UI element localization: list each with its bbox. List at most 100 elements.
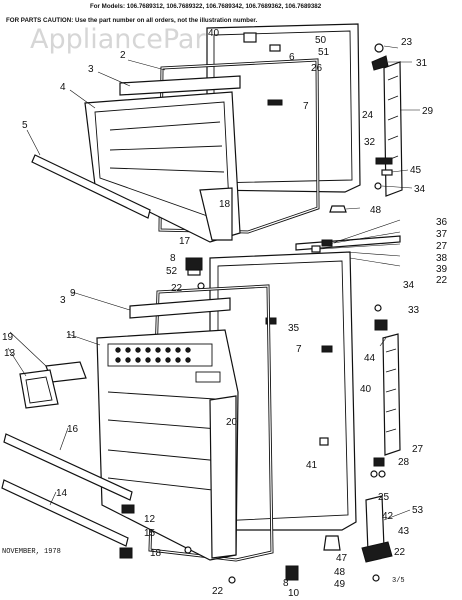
control-knob	[135, 347, 141, 353]
callout-22-bottom: 22	[212, 586, 224, 597]
freezer-breaker-strip	[119, 75, 241, 96]
callout-7-top: 7	[303, 101, 309, 112]
control-knob	[115, 347, 121, 353]
hinge-part-27-low	[373, 457, 385, 467]
shelf-bracket-15	[119, 547, 133, 559]
lower-strip-rib-1	[385, 348, 397, 353]
leader-38	[345, 251, 401, 257]
callout-48-low: 48	[334, 567, 346, 578]
callout-34-top: 34	[414, 184, 426, 195]
bottom-hinge-8	[285, 565, 299, 581]
leveler-48-low	[323, 535, 341, 551]
door-stop-plate	[269, 44, 281, 52]
callout-26: 26	[311, 63, 323, 74]
callout-32: 32	[364, 137, 376, 148]
strip-rib-4	[387, 135, 399, 141]
callout-49: 49	[334, 579, 346, 590]
callout-27-mid: 27	[436, 241, 448, 252]
leader-37	[333, 231, 401, 244]
leader-9	[71, 291, 131, 311]
callout-43: 43	[398, 526, 410, 537]
hinge-part-33	[374, 319, 388, 331]
shelf-bar-16	[3, 433, 133, 501]
liner-shelf-2	[107, 419, 231, 431]
leader-5	[26, 129, 41, 156]
callout-6: 6	[289, 52, 295, 63]
control-knob	[175, 347, 181, 353]
strip-rib-2	[387, 95, 399, 101]
callout-41: 41	[306, 460, 318, 471]
callout-22-mid: 22	[436, 275, 448, 286]
callout-labels: 40 50 51 6 26 23 31 2 3 4 5 7 24 29 32 4…	[2, 28, 448, 599]
callout-4: 4	[60, 82, 66, 93]
callout-19: 19	[2, 332, 14, 343]
callout-13: 13	[4, 348, 16, 359]
callout-35: 35	[288, 323, 300, 334]
callout-7-mid: 7	[296, 344, 302, 355]
callout-36: 36	[436, 217, 448, 228]
footer-page-mark: 3/5	[392, 577, 405, 585]
callout-31: 31	[416, 58, 428, 69]
leader-34	[381, 185, 413, 189]
lower-strip-rib-5	[385, 428, 397, 433]
callout-15: 15	[144, 528, 156, 539]
control-knob	[125, 357, 131, 363]
callout-10: 10	[288, 588, 300, 599]
leader-19	[9, 331, 47, 367]
callout-45: 45	[410, 165, 422, 176]
leader-14	[49, 491, 57, 506]
hinge-cover-strip	[383, 61, 403, 197]
control-knob	[185, 357, 191, 363]
screw-34-mid	[374, 304, 382, 312]
callout-2: 2	[120, 50, 126, 61]
center-hinge-8	[185, 257, 203, 271]
leader-13	[7, 347, 27, 377]
control-knob	[175, 357, 181, 363]
leader-11	[67, 333, 101, 346]
callout-3-top: 3	[88, 64, 94, 75]
callout-53: 53	[412, 505, 424, 516]
leveler-48-top	[329, 205, 347, 213]
door-bracket-7	[321, 345, 333, 353]
control-knob	[135, 357, 141, 363]
leader-36	[329, 219, 401, 245]
control-knob	[145, 347, 151, 353]
callout-22-left: 22	[171, 283, 183, 294]
leader-44	[379, 337, 387, 347]
leader-53	[383, 509, 411, 521]
lower-hinge-cover-strip	[382, 333, 401, 456]
control-knob	[115, 357, 121, 363]
screw-22-bottom	[228, 576, 236, 584]
control-panel	[107, 343, 213, 367]
callout-16: 16	[67, 424, 79, 435]
callout-5: 5	[22, 120, 28, 131]
hinge-part-32	[375, 157, 393, 165]
control-knob	[125, 347, 131, 353]
control-knob	[145, 357, 151, 363]
screw-34-top	[374, 182, 382, 190]
hinge-pin-23	[374, 43, 384, 53]
hinge-spacer-52	[187, 269, 201, 276]
callout-40-mid: 40	[360, 384, 372, 395]
callout-29: 29	[422, 106, 434, 117]
control-knob	[155, 357, 161, 363]
hinge-part-27	[321, 239, 333, 247]
callout-39: 39	[436, 264, 448, 275]
leader-2	[127, 59, 166, 71]
callout-24: 24	[362, 110, 374, 121]
callout-17: 17	[179, 236, 191, 247]
callout-12: 12	[144, 514, 156, 525]
leader-27	[319, 243, 401, 250]
control-knob	[165, 357, 171, 363]
liner-shelf-1	[107, 391, 231, 401]
callout-34-mid: 34	[403, 280, 415, 291]
callout-44: 44	[364, 353, 376, 364]
door-part-41	[319, 437, 329, 446]
top-hinge-bracket	[371, 55, 389, 71]
door-bracket-top	[267, 99, 283, 106]
callout-23: 23	[401, 37, 413, 48]
footer-date: NOVEMBER, 1978	[2, 548, 61, 556]
leader-23	[383, 45, 399, 49]
